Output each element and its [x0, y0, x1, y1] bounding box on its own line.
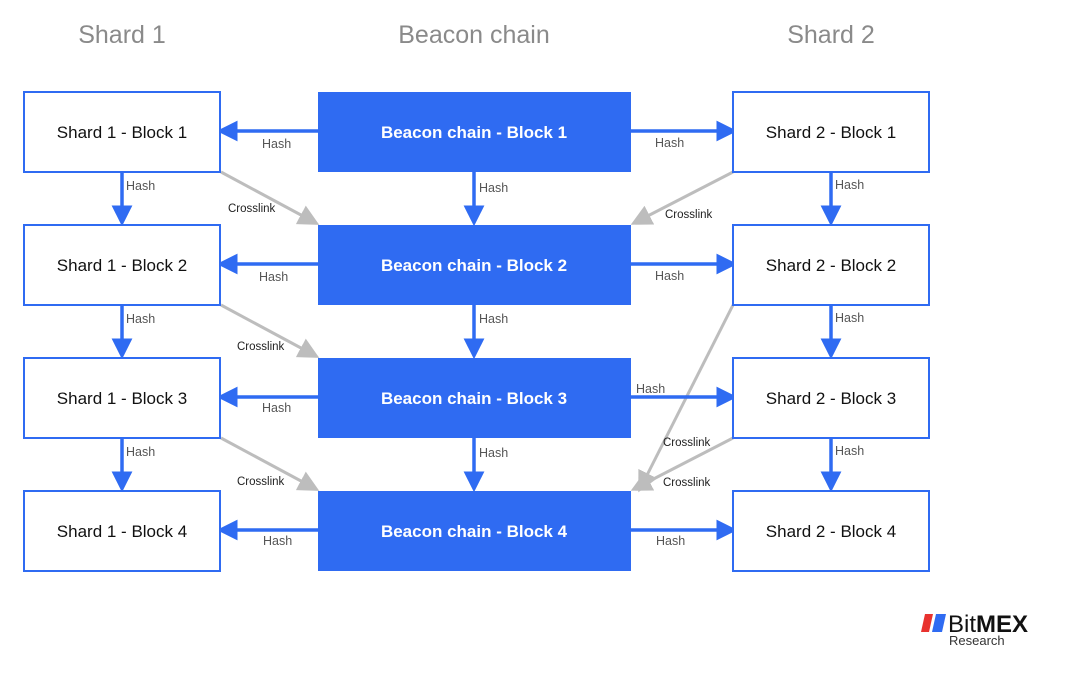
hash-label: Hash	[636, 382, 665, 396]
crosslink-label: Crosslink	[228, 203, 276, 215]
hash-label: Hash	[479, 446, 508, 460]
shard2-block-4-label: Shard 2 - Block 4	[766, 522, 896, 541]
crosslink-label: Crosslink	[237, 341, 285, 353]
crosslink-label: Crosslink	[237, 476, 285, 488]
shard1-block-4-label: Shard 1 - Block 4	[57, 522, 187, 541]
shard2-block-1	[732, 91, 930, 173]
shard1-block-2-label: Shard 1 - Block 2	[57, 256, 187, 275]
brand-subtitle: Research	[949, 633, 1005, 648]
brand-name-bold: MEX	[976, 611, 1028, 638]
crosslink-arrow-s1b2-to-beacon3	[220, 303, 320, 358]
crosslink-label: Crosslink	[663, 477, 711, 489]
beacon-column-title: Beacon chain	[398, 21, 550, 49]
shard2-block-3	[732, 357, 930, 439]
crosslink-arrow-s1b1-to-beacon2	[220, 170, 320, 225]
hash-label: Hash	[263, 534, 292, 548]
shard2-column-title: Shard 2	[787, 21, 875, 49]
beacon-column: Beacon chain - Block 1 Beacon chain - Bl…	[318, 92, 631, 571]
beacon-block-4	[318, 491, 631, 571]
hash-label: Hash	[479, 312, 508, 326]
shard1-column: Shard 1 - Block 1 Shard 1 - Block 2 Shar…	[23, 91, 221, 572]
hash-label: Hash	[655, 136, 684, 150]
beacon-block-1-label: Beacon chain - Block 1	[381, 123, 567, 142]
hash-label: Hash	[656, 534, 685, 548]
hash-label: Hash	[126, 312, 155, 326]
bitmex-research-logo: BitMEX Research	[921, 611, 1028, 648]
shard1-block-1	[23, 91, 221, 173]
bitmex-logo-icon	[921, 614, 946, 632]
hash-label: Hash	[262, 137, 291, 151]
crosslink-label: Crosslink	[665, 209, 713, 221]
shard2-column: Shard 2 - Block 1 Shard 2 - Block 2 Shar…	[732, 91, 930, 572]
hash-label: Hash	[835, 178, 864, 192]
crosslink-arrows	[220, 170, 735, 493]
shard1-block-3	[23, 357, 221, 439]
beacon-block-2-label: Beacon chain - Block 2	[381, 256, 567, 275]
hash-labels: Hash Hash Hash Hash Hash Hash Hash Hash …	[126, 136, 864, 548]
shard1-block-2	[23, 224, 221, 306]
shard2-block-4	[732, 490, 930, 572]
beacon-block-4-label: Beacon chain - Block 4	[381, 522, 568, 541]
shard1-block-3-label: Shard 1 - Block 3	[57, 389, 187, 408]
hash-label: Hash	[262, 401, 291, 415]
hash-label: Hash	[835, 444, 864, 458]
crosslink-arrow-s2b3-to-beacon4	[630, 436, 734, 491]
beacon-block-3	[318, 358, 631, 438]
hash-label: Hash	[126, 179, 155, 193]
crosslink-arrow-s1b3-to-beacon4	[220, 436, 320, 491]
beacon-block-2	[318, 225, 631, 305]
brand-name-regular: Bit	[948, 611, 976, 638]
hash-label: Hash	[479, 181, 508, 195]
bitmex-wordmark: BitMEX	[948, 611, 1028, 638]
crosslink-labels: Crosslink Crosslink Crosslink Crosslink …	[228, 203, 713, 489]
hash-label: Hash	[835, 311, 864, 325]
shard1-block-1-label: Shard 1 - Block 1	[57, 123, 187, 142]
hash-arrows	[111, 120, 842, 541]
shard2-block-2	[732, 224, 930, 306]
crosslink-label: Crosslink	[663, 437, 711, 449]
shard2-block-2-label: Shard 2 - Block 2	[766, 256, 896, 275]
shard1-block-4	[23, 490, 221, 572]
crosslink-arrow-s2b1-to-beacon2	[630, 170, 734, 225]
hash-label: Hash	[259, 270, 288, 284]
beacon-block-3-label: Beacon chain - Block 3	[381, 389, 567, 408]
beacon-block-1	[318, 92, 631, 172]
hash-label: Hash	[655, 269, 684, 283]
shard2-block-3-label: Shard 2 - Block 3	[766, 389, 896, 408]
shard1-column-title: Shard 1	[78, 21, 166, 49]
shard2-block-1-label: Shard 2 - Block 1	[766, 123, 896, 142]
hash-label: Hash	[126, 445, 155, 459]
